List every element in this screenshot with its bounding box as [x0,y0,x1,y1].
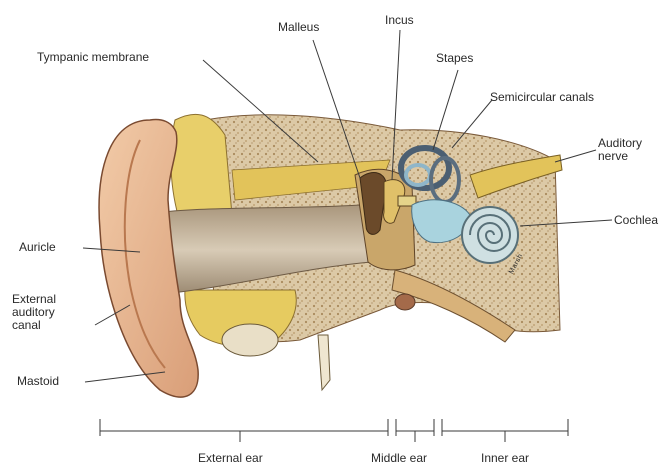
label-tympanic-membrane: Tympanic membrane [37,51,149,64]
region-bracket [100,419,568,442]
label-mastoid: Mastoid [17,375,59,388]
label-stapes: Stapes [436,52,473,65]
label-incus: Incus [385,14,414,27]
label-external-ear: External ear [198,452,263,465]
label-auricle: Auricle [19,241,56,254]
label-external-auditory-canal: External auditory canal [12,293,56,332]
label-semicircular-canals: Semicircular canals [490,91,594,104]
styloid-process [318,335,330,390]
cochlea-shape [462,207,518,263]
label-malleus: Malleus [278,21,319,34]
label-cochlea: Cochlea [614,214,658,227]
mastoid-shape [222,324,278,356]
label-auditory-nerve: Auditory nerve [598,137,642,163]
label-inner-ear: Inner ear [481,452,529,465]
label-middle-ear: Middle ear [371,452,427,465]
